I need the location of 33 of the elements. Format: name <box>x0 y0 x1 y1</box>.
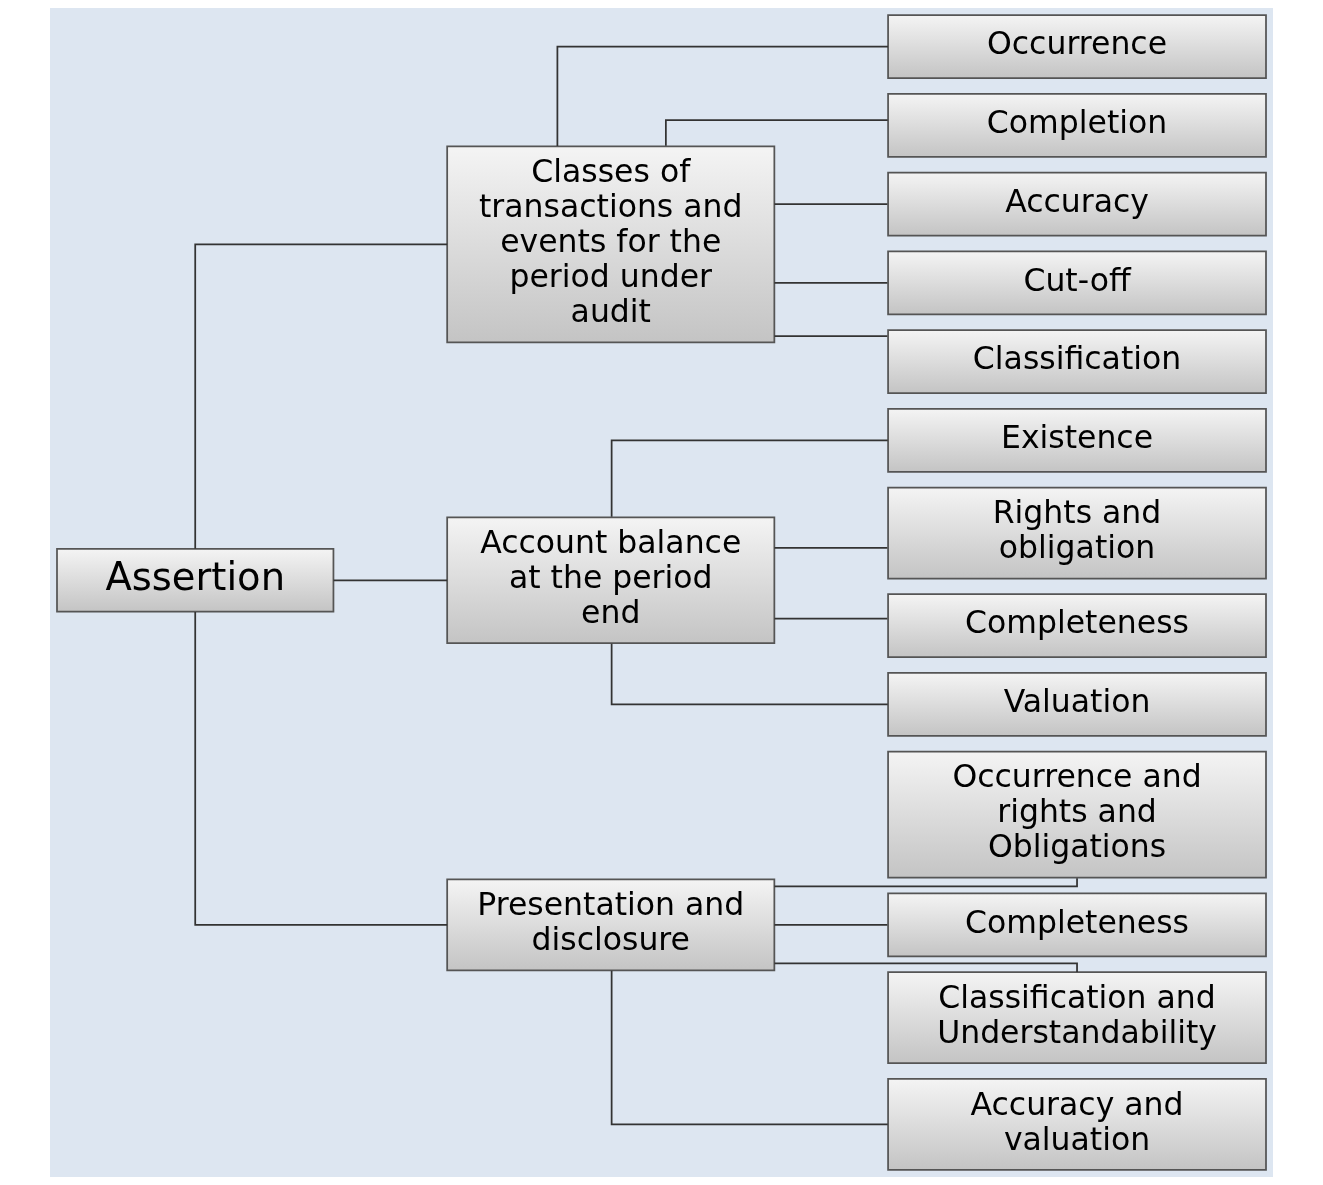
node-box: Completeness <box>887 593 1267 659</box>
connector <box>610 439 889 518</box>
connector <box>773 877 1078 888</box>
node-box: Occurrence and rights and Obligations <box>887 750 1267 879</box>
node-box: Classification and Understandability <box>887 971 1267 1065</box>
connector <box>194 243 448 550</box>
connector <box>194 611 448 926</box>
connector <box>610 642 889 706</box>
node-box: Presentation and disclosure <box>446 878 776 972</box>
node-box: Accuracy <box>887 171 1267 237</box>
node-box: Assertion <box>56 547 335 613</box>
connector <box>773 203 889 205</box>
node-box: Accuracy and valuation <box>887 1078 1267 1171</box>
node-box: Classes of transactions and events for the period under audit <box>446 145 776 344</box>
connector <box>773 617 889 620</box>
node-box: Occurrence <box>887 14 1267 79</box>
node-box: Classification <box>887 329 1267 394</box>
node-box: Completion <box>887 92 1267 158</box>
node-box: Completeness <box>887 892 1267 958</box>
node-box: Valuation <box>887 672 1267 737</box>
connector <box>773 924 889 926</box>
node-box: Cut-off <box>887 250 1267 316</box>
connector <box>773 962 1078 973</box>
connector <box>773 335 889 338</box>
connector <box>665 119 889 147</box>
node-box: Rights and obligation <box>887 486 1267 580</box>
connector <box>610 969 889 1126</box>
connector <box>556 45 889 147</box>
node-box: Existence <box>887 407 1267 473</box>
connector <box>332 579 448 582</box>
node-box: Account balance at the period end <box>446 516 776 645</box>
connector <box>773 547 889 549</box>
connector <box>773 281 889 284</box>
